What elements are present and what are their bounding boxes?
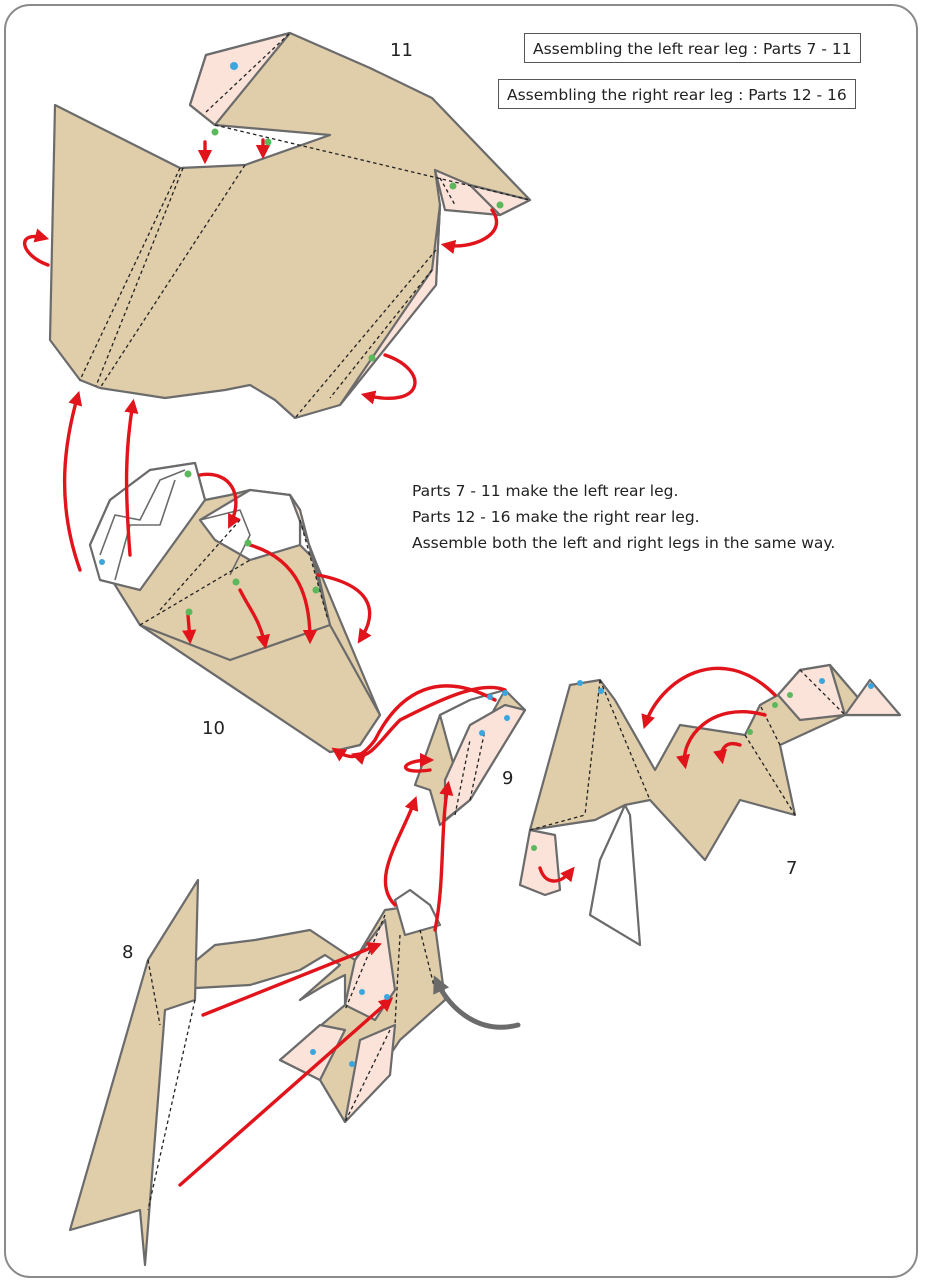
- dot-blue: [384, 994, 390, 1000]
- dot-green: [747, 729, 753, 735]
- part-label-11: 11: [390, 40, 413, 61]
- part-label-10: 10: [202, 718, 225, 739]
- dot-blue: [230, 62, 238, 70]
- dot-green: [497, 202, 504, 209]
- rotate-arrow: [436, 980, 518, 1027]
- dot-blue: [819, 678, 825, 684]
- dot-blue: [359, 989, 365, 995]
- dot-green: [787, 692, 793, 698]
- dot-blue: [577, 680, 583, 686]
- part-label-9: 9: [502, 768, 513, 789]
- dot-blue: [598, 688, 604, 694]
- dot-green: [531, 845, 537, 851]
- dot-green: [369, 355, 376, 362]
- dot-blue: [349, 1061, 355, 1067]
- dot-green: [185, 471, 192, 478]
- dot-green: [212, 129, 219, 136]
- part-8-assembled-shape: [160, 890, 445, 1122]
- part-9-shape: [415, 690, 525, 825]
- dot-green: [186, 609, 193, 616]
- dot-green: [450, 183, 457, 190]
- dot-blue: [502, 690, 508, 696]
- dot-blue: [504, 715, 510, 721]
- dot-blue: [487, 694, 493, 700]
- dot-blue: [479, 730, 485, 736]
- dot-green: [772, 702, 778, 708]
- part-label-7: 7: [786, 858, 797, 879]
- part-7-shape: [520, 665, 900, 945]
- dot-blue: [868, 683, 874, 689]
- dot-green: [265, 139, 272, 146]
- dot-green: [313, 587, 320, 594]
- part-label-8: 8: [122, 942, 133, 963]
- dot-blue: [99, 559, 105, 565]
- part-11-shape: [50, 33, 530, 418]
- dot-green: [245, 540, 252, 547]
- dot-green: [233, 579, 240, 586]
- dot-blue: [310, 1049, 316, 1055]
